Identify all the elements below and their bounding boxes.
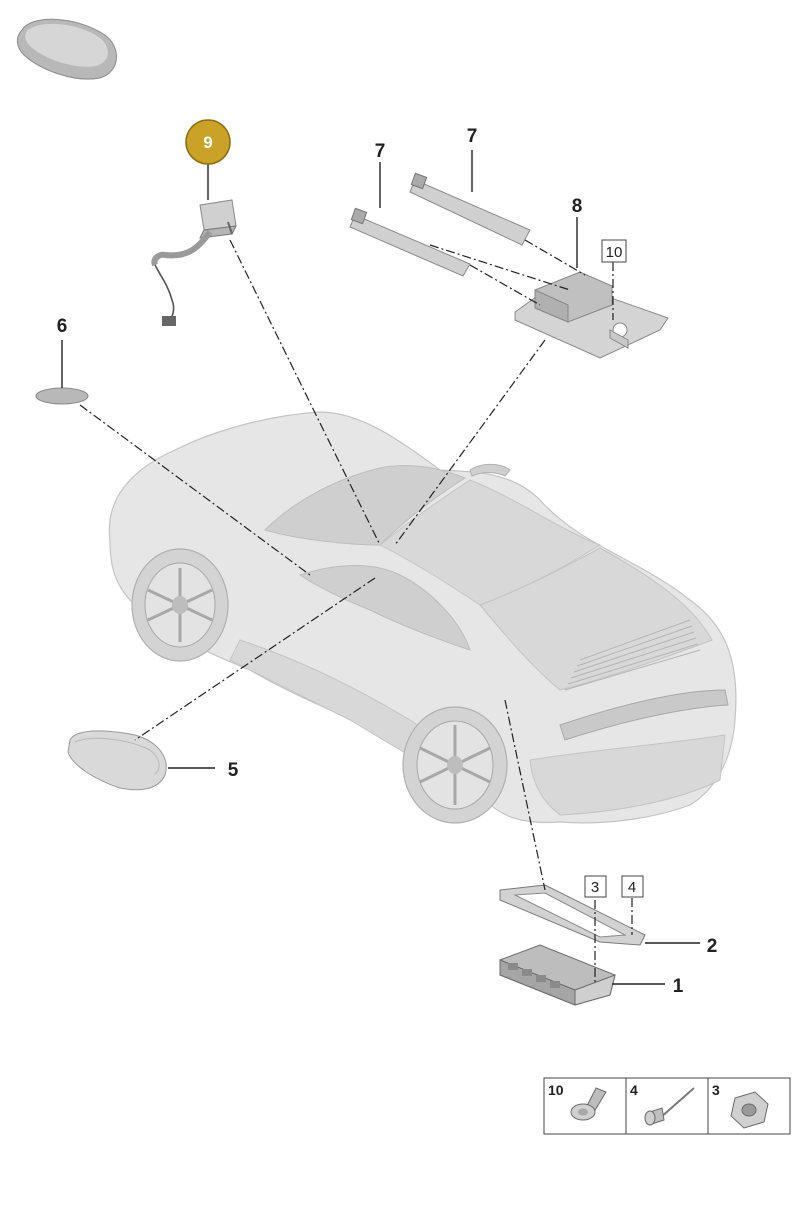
assembly-lines: [79, 239, 633, 985]
nut-icon: [730, 1091, 769, 1129]
part-7-antenna-strip-lower[interactable]: [349, 207, 471, 277]
callout-9-highlight[interactable]: 9: [185, 119, 231, 165]
legend-number-3: 3: [712, 1082, 720, 1098]
callout-1-label[interactable]: 1: [673, 976, 684, 997]
part-5-cover[interactable]: [67, 730, 167, 791]
front-wheel: [131, 548, 229, 662]
callout-4-label: 4: [628, 879, 636, 896]
leader-lines: [61, 150, 700, 985]
legend-number-10: 10: [548, 1082, 564, 1098]
car-illustration: [108, 411, 737, 824]
callout-10-box[interactable]: 10: [601, 239, 627, 263]
thumbnail-part-icon[interactable]: [16, 18, 117, 80]
part-1-control-unit[interactable]: [499, 944, 616, 1006]
highlight-circle: [185, 119, 231, 165]
rear-wheel: [402, 706, 508, 824]
part-9-sensor-harness[interactable]: [151, 199, 237, 326]
callout-3-box[interactable]: 3: [584, 875, 607, 898]
hardware-legend: 10 4 3: [543, 1077, 791, 1135]
callout-7-label-left[interactable]: 7: [375, 141, 386, 162]
callout-2-label[interactable]: 2: [707, 936, 718, 957]
callout-7-label-right[interactable]: 7: [467, 126, 478, 147]
part-8-bracket-module[interactable]: [514, 271, 669, 359]
callout-4-box[interactable]: 4: [621, 875, 644, 898]
part-2-gasket-plate[interactable]: [499, 884, 646, 946]
engine-grille: [564, 619, 701, 691]
callout-3-label: 3: [591, 879, 599, 896]
part-7-antenna-strip-upper[interactable]: [409, 172, 531, 246]
callout-6-label[interactable]: 6: [57, 316, 68, 337]
legend-number-4: 4: [630, 1082, 638, 1098]
callout-8-label[interactable]: 8: [572, 196, 583, 217]
callout-5-label[interactable]: 5: [228, 760, 239, 781]
part-6-adhesive-pad[interactable]: [35, 387, 89, 405]
bolt-icon: [570, 1087, 607, 1121]
callout-9-label: 9: [203, 133, 212, 152]
legend-cell-4[interactable]: [625, 1077, 709, 1135]
rivet-icon: [644, 1087, 695, 1126]
callout-10-label: 10: [606, 244, 623, 261]
